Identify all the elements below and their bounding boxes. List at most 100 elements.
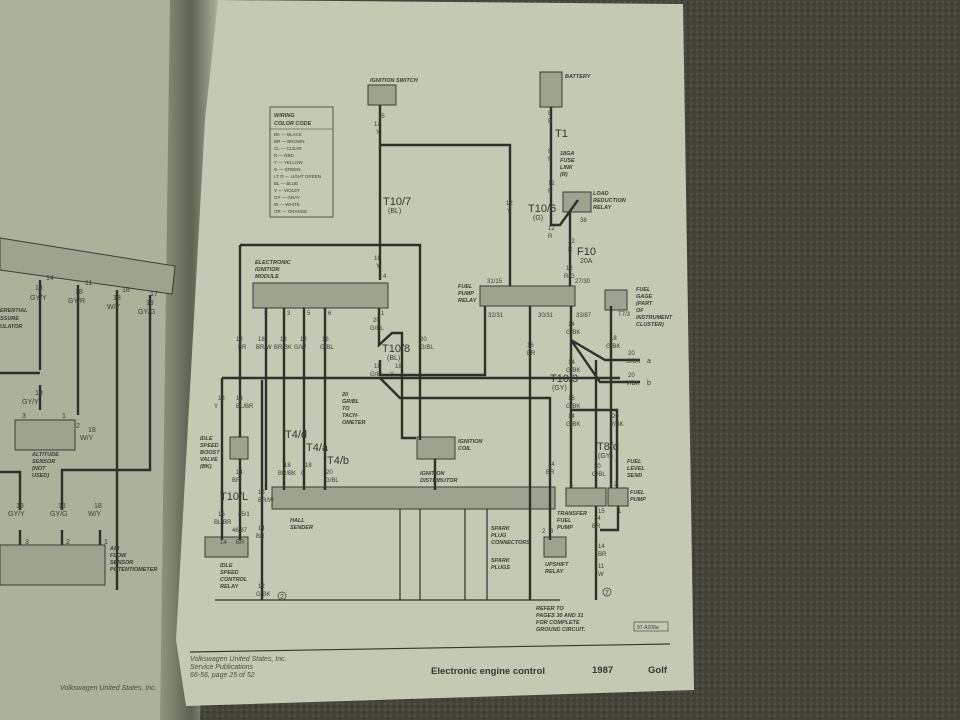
svg-text:SENDER: SENDER	[290, 525, 313, 531]
svg-text:G — GREEN: G — GREEN	[274, 167, 301, 172]
ignition-distributor	[271, 486, 556, 510]
svg-text:18: 18	[16, 503, 24, 510]
svg-text:IGNITION: IGNITION	[458, 439, 483, 445]
wire-gauge-label: 14	[568, 360, 575, 366]
wire-gauge-label: 14	[236, 470, 243, 476]
svg-text:(NOT: (NOT	[32, 466, 46, 472]
svg-text:BL — BLUE: BL — BLUE	[274, 181, 298, 186]
svg-text:18: 18	[94, 503, 102, 510]
footer-year: 1987	[592, 665, 613, 676]
wire-gauge-label: R	[568, 247, 573, 253]
wire-gauge-label: R	[548, 189, 553, 195]
svg-text:SENSOR: SENSOR	[110, 560, 133, 566]
svg-text:R — RED: R — RED	[274, 153, 295, 158]
wire-gauge-label: 5	[307, 311, 311, 317]
wire-gauge-label: W	[598, 572, 604, 578]
svg-text:(GY): (GY)	[552, 385, 567, 392]
wire-gauge-label: V/BK	[626, 381, 640, 387]
svg-text:T10/3: T10/3	[550, 373, 578, 385]
wire-gauge-label: G/BK	[566, 404, 580, 410]
wire-gauge-label: 33/87	[576, 313, 592, 319]
wire-gauge-label: 11	[598, 564, 605, 570]
wire-gauge-label: 18	[236, 337, 243, 343]
svg-text:3: 3	[22, 413, 26, 420]
svg-text:V — VIOLET: V — VIOLET	[274, 188, 300, 193]
wire-gauge-label: BR/BK	[278, 471, 296, 477]
wire-gauge-label: 18	[284, 463, 291, 469]
wire-gauge-label: 18	[374, 256, 381, 262]
svg-text:2: 2	[76, 423, 80, 430]
wire-gauge-label: G/BK	[566, 330, 580, 336]
svg-text:OMETER: OMETER	[342, 420, 366, 426]
svg-text:RELAY: RELAY	[458, 298, 478, 304]
svg-text:3: 3	[25, 539, 29, 546]
wire-gauge-label: BR	[256, 534, 265, 540]
ignition-switch	[367, 84, 397, 106]
wire-gauge-label: G/BK	[606, 344, 620, 350]
svg-text:18: 18	[35, 285, 43, 292]
svg-text:1: 1	[62, 413, 66, 420]
fuel-pump-relay	[479, 285, 576, 307]
svg-text:T10/7: T10/7	[383, 196, 411, 208]
svg-text:GROUND CIRCUIT.: GROUND CIRCUIT.	[536, 627, 586, 633]
wire-gauge-label: BR	[592, 524, 601, 530]
svg-text:(GY): (GY)	[598, 453, 613, 460]
wire-gauge-label: 18	[374, 364, 381, 370]
wire-gauge-label: 20	[628, 373, 635, 379]
svg-text:(BK): (BK)	[200, 464, 212, 470]
svg-text:TO: TO	[342, 406, 350, 412]
left-page-diagram: 14 18 GY/Y 11 18 GY/R 18 18 W/Y 17 18 GY…	[0, 237, 176, 692]
svg-text:ULATOR: ULATOR	[0, 324, 22, 330]
wire-gauge-label: 12	[374, 122, 381, 128]
idle-speed-control-relay	[204, 536, 249, 558]
wire-gauge-label: 2	[614, 482, 618, 488]
svg-text:IGNITION SWITCH: IGNITION SWITCH	[370, 78, 419, 84]
svg-text:(BL): (BL)	[388, 208, 401, 215]
wire-gauge-label: 2	[264, 311, 268, 317]
wire-gauge-label: BR	[527, 351, 536, 357]
svg-text:Volkswagen United States, Inc.: Volkswagen United States, Inc.	[190, 656, 287, 663]
svg-text:18: 18	[58, 503, 66, 510]
wire-gauge-label: 12	[548, 226, 555, 232]
wire-gauge-label: 15	[598, 509, 605, 515]
svg-text:2: 2	[66, 539, 70, 546]
wire-gauge-label: 18	[236, 396, 243, 402]
svg-text:PAGES 30 AND 31: PAGES 30 AND 31	[536, 613, 583, 619]
svg-text:BOOST: BOOST	[200, 450, 220, 456]
svg-text:T10/8: T10/8	[382, 343, 410, 355]
wire-gauge-label: 8	[548, 149, 552, 155]
svg-text:GY/Y: GY/Y	[30, 295, 47, 302]
svg-text:SENSOR: SENSOR	[32, 459, 55, 465]
wire-gauge-label: 18	[305, 463, 312, 469]
wiring-color-code-legend: WIRING COLOR CODE BK — BLACK BR — BROWN …	[269, 106, 334, 218]
svg-text:W/Y: W/Y	[107, 304, 121, 311]
wire-gauge-label: 16	[568, 396, 575, 402]
svg-text:FUSE: FUSE	[560, 158, 575, 164]
wire-gauge-label: 14	[220, 540, 227, 546]
wiring-diagram: IGNITION SWITCH BATTERY 18GA FUSE LINK (…	[200, 71, 673, 633]
wire-gauge-label: 4	[383, 274, 387, 280]
wire-gauge-label: 3	[550, 529, 554, 535]
svg-text:GY/Y: GY/Y	[8, 511, 25, 518]
wire-gauge-label: 38	[580, 218, 587, 224]
svg-text:W/Y: W/Y	[80, 435, 94, 442]
wire-gauge-label: R	[548, 234, 553, 240]
wire-gauge-label: G/BL	[420, 345, 434, 351]
svg-text:BK — BLACK: BK — BLACK	[274, 132, 302, 137]
svg-text:FUEL: FUEL	[557, 518, 572, 524]
svg-text:FUEL: FUEL	[627, 459, 642, 465]
wire-gauge-label: 12	[506, 201, 513, 207]
wire-gauge-label: 18	[218, 396, 225, 402]
svg-text:ERENTIAL: ERENTIAL	[0, 308, 28, 314]
wire-gauge-label: G/BL	[370, 326, 384, 332]
svg-text:IGNITION: IGNITION	[255, 267, 280, 273]
svg-text:GY/Y: GY/Y	[22, 399, 39, 406]
wire-gauge-label: G/BK	[566, 368, 580, 374]
wire-gauge-label: G/BL	[320, 345, 334, 351]
svg-text:T8/d: T8/d	[597, 441, 619, 453]
svg-text:SPARK: SPARK	[491, 558, 511, 564]
wire-gauge-label: 20	[628, 351, 635, 357]
svg-text:7: 7	[605, 590, 609, 597]
fuel-gage	[604, 289, 628, 311]
svg-text:PLUGS: PLUGS	[491, 565, 510, 571]
